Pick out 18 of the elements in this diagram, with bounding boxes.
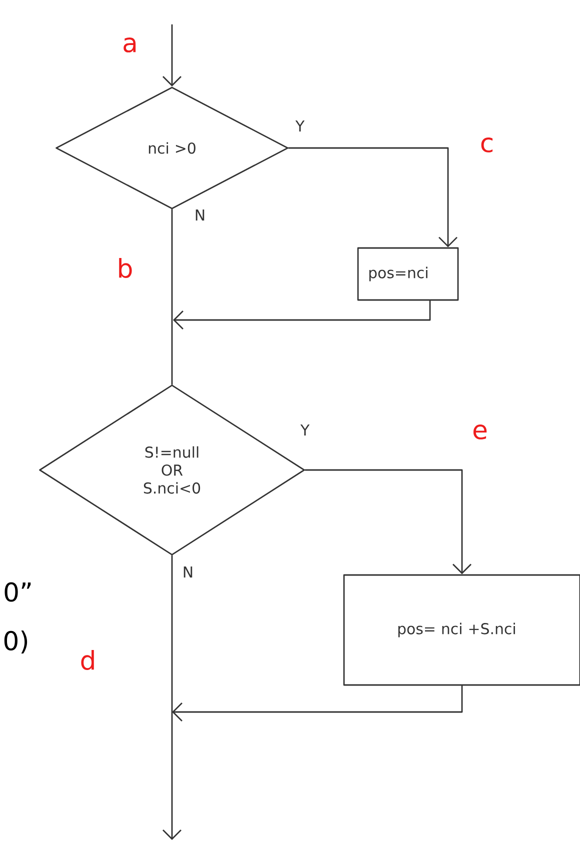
arrow [162,24,182,87]
arrow [173,300,431,330]
letter-label: 0) [4,630,28,654]
letter-label: 0” [4,582,31,602]
arrow [304,469,472,574]
letter-label: b [119,258,132,278]
edge-label: N [181,566,195,578]
arrow [288,147,458,248]
arrow [172,685,463,722]
letter-label: e [473,424,487,440]
letter-label: a [124,38,136,52]
process-box: pos= nci +S.nci [343,574,580,686]
arrow [162,555,182,840]
edge-label: N [193,208,207,222]
process-box: pos=nci [357,247,459,301]
letter-label: d [81,650,94,670]
edge-label: Y [294,120,306,132]
letter-label: c [481,138,493,152]
